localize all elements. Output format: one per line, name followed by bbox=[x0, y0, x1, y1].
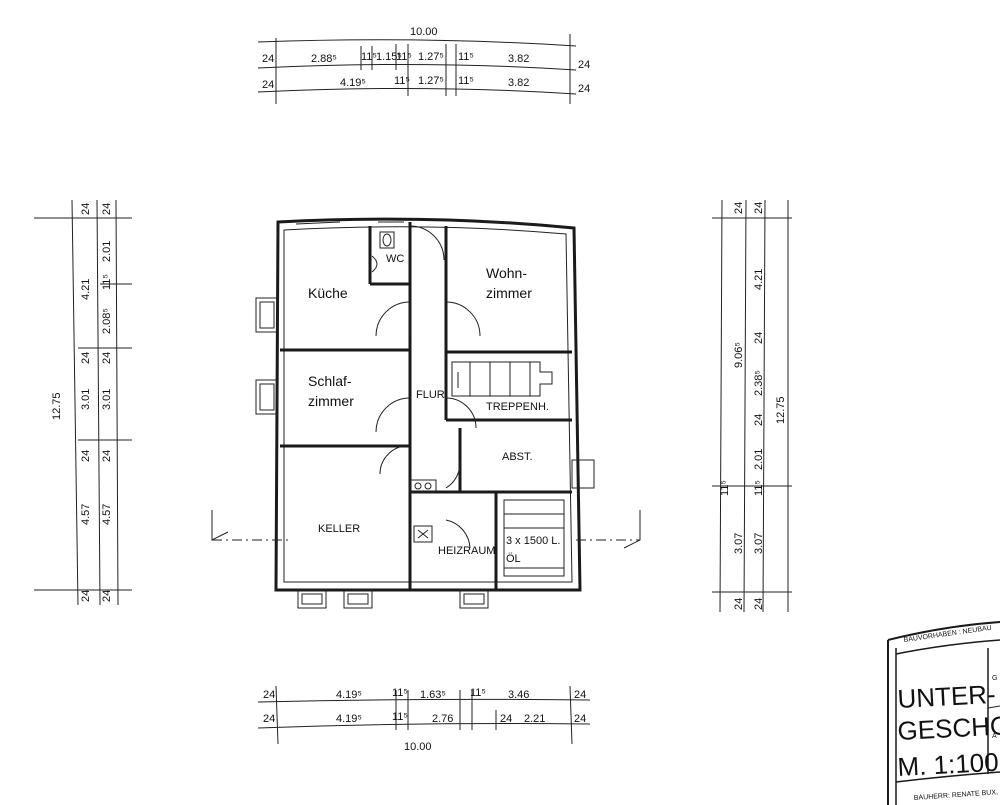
left-b-0: 24 bbox=[101, 203, 113, 215]
room-bedroom-1: Schlaf- bbox=[308, 373, 352, 389]
bot-r1-1: 4.19⁵ bbox=[336, 689, 362, 701]
room-living-2: zimmer bbox=[486, 285, 532, 301]
right-dimension-chain: 24 9.06⁵ 11⁵ 3.07 24 24 4.21 24 2.38⁵ 24… bbox=[712, 199, 792, 613]
windows bbox=[255, 221, 595, 609]
left-b-5: 3.01 bbox=[101, 389, 113, 410]
top-r2-5: 3.82 bbox=[508, 77, 529, 89]
room-storage: ABST. bbox=[502, 451, 533, 463]
top-r1-3: 1.15⁵ bbox=[376, 51, 402, 63]
left-a-3: 3.01 bbox=[80, 389, 92, 410]
right-b-5: 2.01 bbox=[753, 449, 765, 470]
walls bbox=[274, 217, 582, 592]
right-b-2: 24 bbox=[753, 332, 765, 344]
right-b-1: 4.21 bbox=[753, 269, 765, 290]
top-r2-3: 1.27⁵ bbox=[418, 75, 444, 87]
right-a-3: 3.07 bbox=[733, 533, 745, 554]
bot-r1-5: 3.46 bbox=[508, 689, 529, 701]
title-block: BAUVORHABEN : NEUBAU UNTER- GESCHOSS M. … bbox=[887, 621, 1000, 805]
top-r2-1: 4.19⁵ bbox=[340, 77, 366, 89]
top-r1-4: 11⁵ bbox=[396, 51, 412, 63]
right-b-3: 2.38⁵ bbox=[753, 370, 765, 396]
bot-r1-2: 11⁵ bbox=[392, 687, 408, 699]
fixtures bbox=[371, 231, 565, 577]
bot-r2-2: 11⁵ bbox=[392, 711, 408, 723]
room-boiler: HEIZRAUM bbox=[438, 545, 495, 557]
room-hall: FLUR bbox=[416, 389, 445, 401]
right-a-0: 24 bbox=[733, 202, 745, 214]
title-cell-1: G bbox=[992, 675, 997, 682]
room-wc: WC bbox=[386, 253, 404, 265]
title-client: BAUHERR: RENATE BUX, bbox=[914, 789, 999, 802]
bot-r2-4: 24 bbox=[500, 713, 512, 725]
bottom-dimension-chain: 24 4.19⁵ 11⁵ 1.63⁵ 11⁵ 3.46 24 24 4.19⁵ … bbox=[257, 685, 591, 753]
top-r2-2: 11⁵ bbox=[394, 75, 410, 87]
title-scale: M. 1:100 bbox=[897, 747, 1000, 782]
top-r1-0: 24 bbox=[262, 53, 274, 65]
left-b-2: 11⁵ bbox=[101, 274, 113, 290]
left-dimension-chain: 12.75 24 4.21 24 3.01 24 4.57 24 24 2.01… bbox=[34, 199, 132, 606]
title-line-1: UNTER- bbox=[897, 679, 997, 714]
section-marks bbox=[211, 510, 641, 549]
left-b-4: 24 bbox=[101, 352, 113, 364]
right-b-0: 24 bbox=[753, 202, 765, 214]
bot-r1-3: 1.63⁵ bbox=[420, 689, 446, 701]
left-a-1: 4.21 bbox=[80, 279, 92, 300]
top-dimension-chain: 10.00 24 2.88⁵ 11⁵ 1.15⁵ 11⁵ 1.27⁵ 11⁵ 3… bbox=[257, 26, 590, 104]
left-a-0: 24 bbox=[80, 203, 92, 215]
tank-label-1: 3 x 1500 L. bbox=[506, 535, 560, 547]
left-b-7: 4.57 bbox=[101, 504, 113, 525]
bot-r1-0: 24 bbox=[263, 689, 275, 701]
bot-r2-1: 4.19⁵ bbox=[336, 713, 362, 725]
left-total: 12.75 bbox=[51, 392, 63, 420]
left-b-8: 24 bbox=[101, 590, 113, 602]
right-b-8: 24 bbox=[753, 598, 765, 610]
top-total: 10.00 bbox=[410, 26, 438, 38]
top-r2-4: 11⁵ bbox=[458, 75, 474, 87]
tank-label-2: ÖL bbox=[506, 553, 521, 565]
right-total: 12.75 bbox=[775, 396, 787, 424]
title-cell-2: A bbox=[992, 733, 997, 740]
left-a-5: 4.57 bbox=[80, 504, 92, 525]
left-a-6: 24 bbox=[80, 590, 92, 602]
room-cellar: KELLER bbox=[318, 523, 360, 535]
room-labels: Küche Wohn- zimmer Schlaf- zimmer WC FLU… bbox=[308, 253, 560, 565]
bot-r2-3: 2.76 bbox=[432, 713, 453, 725]
bot-r1-6: 24 bbox=[574, 689, 586, 701]
room-stairs: TREPPENH. bbox=[486, 401, 549, 413]
title-line-2: GESCHOSS bbox=[897, 708, 1000, 746]
top-r2-6: 24 bbox=[578, 83, 590, 95]
left-b-3: 2.08⁵ bbox=[101, 308, 113, 334]
top-r1-2: 11⁵ bbox=[361, 51, 377, 63]
left-b-6: 24 bbox=[101, 450, 113, 462]
right-a-1: 9.06⁵ bbox=[733, 342, 745, 368]
bot-total: 10.00 bbox=[404, 741, 432, 753]
top-r1-6: 11⁵ bbox=[458, 51, 474, 63]
top-r1-1: 2.88⁵ bbox=[311, 53, 337, 65]
left-a-2: 24 bbox=[80, 352, 92, 364]
room-kitchen: Küche bbox=[308, 285, 348, 301]
room-bedroom-2: zimmer bbox=[308, 393, 354, 409]
door-swings bbox=[375, 225, 481, 549]
bot-r2-0: 24 bbox=[263, 713, 275, 725]
bot-r2-5: 2.21 bbox=[524, 713, 545, 725]
top-r1-7: 3.82 bbox=[508, 53, 529, 65]
right-a-4: 24 bbox=[733, 598, 745, 610]
bot-r2-6: 24 bbox=[574, 713, 586, 725]
left-b-1: 2.01 bbox=[101, 241, 113, 262]
top-r2-0: 24 bbox=[262, 79, 274, 91]
right-b-6: 11⁵ bbox=[753, 480, 765, 496]
right-a-2: 11⁵ bbox=[719, 480, 731, 496]
bot-r1-4: 11⁵ bbox=[470, 687, 486, 699]
right-b-7: 3.07 bbox=[753, 533, 765, 554]
top-r1-5: 1.27⁵ bbox=[418, 51, 444, 63]
top-r1-8: 24 bbox=[578, 59, 590, 71]
right-b-4: 24 bbox=[753, 414, 765, 426]
room-living-1: Wohn- bbox=[486, 265, 527, 281]
left-a-4: 24 bbox=[80, 450, 92, 462]
